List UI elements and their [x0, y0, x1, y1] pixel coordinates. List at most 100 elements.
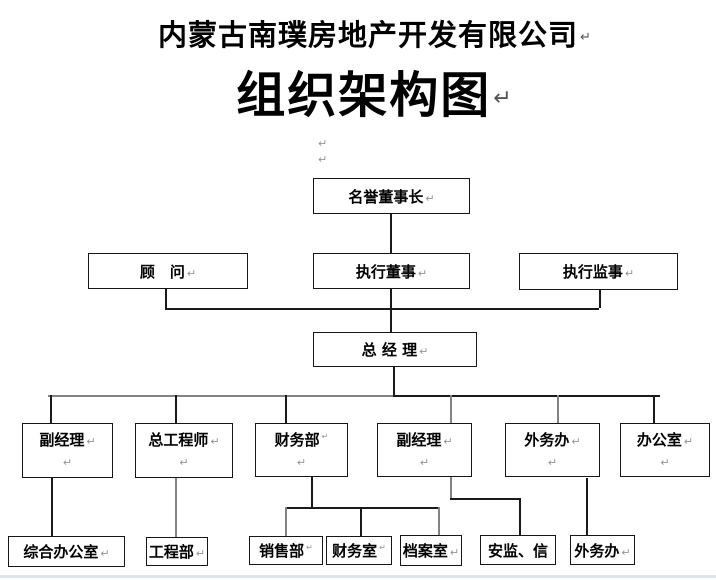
connector-line: [390, 289, 392, 332]
org-box-label-row: 外务办↵: [574, 540, 630, 561]
connector-line: [393, 367, 395, 395]
org-box-comprehensive-office[interactable]: 综合办公室↵: [8, 536, 125, 567]
connector-line: [51, 478, 53, 536]
org-box-executive-director[interactable]: 执行董事↵: [313, 253, 470, 289]
org-box-chief-engineer[interactable]: 总工程师↵ ↵: [135, 423, 233, 478]
connector-line: [165, 308, 599, 310]
paragraph-mark: ↵: [443, 435, 453, 448]
paragraph-mark: ↵: [493, 86, 514, 111]
paragraph-mark: ↵: [86, 435, 96, 448]
paragraph-mark: ↵: [417, 266, 428, 280]
org-box-label: 外务办: [524, 431, 570, 449]
org-box-label-row: 销售部↵: [259, 540, 313, 561]
connector-line: [653, 395, 655, 423]
paragraph-mark: ↵: [186, 266, 197, 280]
paragraph-mark: ↵: [683, 435, 694, 448]
paragraph-mark: ↵: [571, 435, 581, 448]
connector-line: [50, 395, 52, 423]
connector-line: [450, 477, 452, 498]
connector-line: [175, 395, 177, 423]
org-box-engineering-dept[interactable]: 工程部↵: [146, 537, 208, 566]
paragraph-mark: ↵: [318, 153, 328, 166]
org-box-foreign-affairs-office[interactable]: 外务办↵↵: [505, 423, 600, 477]
org-box-label-row: 总 经 理↵: [362, 339, 429, 360]
org-box-label-row: 外务办↵: [524, 429, 580, 450]
org-box-general-manager[interactable]: 总 经 理↵: [313, 332, 477, 367]
org-box-label-row: 副经理↵: [396, 429, 452, 450]
org-box-sales-dept[interactable]: 销售部↵: [249, 536, 323, 565]
paragraph-mark: ↵: [660, 456, 670, 469]
connector-line: [165, 289, 167, 308]
org-box-deputy-manager-2[interactable]: 副经理↵↵: [377, 423, 472, 477]
org-box-label: 名誉董事长: [348, 187, 424, 206]
org-box-label: 执行监事: [562, 263, 623, 281]
org-box-label: 外务办: [574, 541, 620, 560]
org-box-foreign-affairs-office-2[interactable]: 外务办↵: [570, 535, 635, 565]
connector-line: [519, 498, 521, 535]
paragraph-mark: ↵: [419, 345, 429, 358]
paragraph-mark: ↵: [580, 29, 592, 45]
org-box-label: 档案室: [402, 542, 448, 560]
org-box-honorary-chairman[interactable]: 名誉董事长↵: [313, 178, 470, 214]
paragraph-mark: ↵: [195, 547, 206, 560]
chart-title-text: 组织架构图: [236, 67, 492, 124]
paragraph-mark: ↵: [379, 543, 386, 552]
org-box-general-office[interactable]: 办公室↵↵: [620, 423, 710, 477]
org-box-safety-supervision[interactable]: 安监、信: [480, 535, 556, 565]
org-box-label-row: 工程部↵: [149, 541, 205, 562]
org-box-label: 副经理: [396, 431, 442, 449]
org-box-label: 总工程师: [148, 431, 209, 449]
connector-line: [438, 507, 440, 535]
org-box-label: 财务室: [332, 542, 378, 560]
chart-title: 组织架构图↵: [236, 56, 514, 127]
org-box-executive-supervisor[interactable]: 执行监事↵: [519, 253, 678, 290]
org-box-label-row: 名誉董事长↵: [348, 186, 434, 207]
org-box-label: 工程部: [148, 543, 194, 561]
connector-line: [285, 507, 287, 536]
paragraph-mark: ↵: [419, 456, 430, 469]
connector-line: [390, 214, 392, 253]
org-box-label-row: 副经理↵: [39, 429, 95, 450]
paragraph-mark: ↵: [321, 432, 329, 441]
org-box-label-row: 执行董事↵: [356, 261, 427, 282]
connector-line: [360, 507, 362, 536]
org-box-label: 总 经 理: [361, 341, 418, 359]
paragraph-mark: ↵: [624, 267, 635, 280]
org-box-label: 顾 问: [139, 262, 185, 281]
connector-line: [586, 478, 588, 535]
org-box-archives-room[interactable]: 档案室↵: [400, 535, 462, 566]
connector-line: [311, 477, 313, 507]
company-title-text: 内蒙古南璞房地产开发有限公司: [158, 18, 579, 52]
org-box-label: 办公室: [636, 431, 682, 449]
page-bottom-edge: [0, 575, 716, 578]
paragraph-mark: ↵: [179, 456, 189, 469]
org-box-advisor[interactable]: 顾 问↵: [88, 253, 248, 289]
org-box-label-row: 安监、信: [488, 540, 548, 561]
paragraph-mark: ↵: [62, 456, 73, 469]
org-box-label-row: 财务部↵: [275, 429, 329, 450]
org-box-label: 安监、信: [487, 541, 548, 560]
org-box-finance-dept[interactable]: 财务部↵↵: [255, 423, 348, 477]
connector-line: [175, 478, 177, 537]
org-box-label-row: 档案室↵: [403, 540, 459, 561]
paragraph-mark: ↵: [306, 543, 313, 552]
paragraph-mark: ↵: [318, 137, 328, 150]
org-box-finance-room[interactable]: 财务室↵: [326, 536, 392, 565]
org-box-label: 副经理: [39, 431, 85, 449]
org-box-deputy-manager-1[interactable]: 副经理↵↵: [22, 423, 113, 478]
connector-line: [450, 498, 519, 500]
connector-line: [599, 290, 601, 308]
org-box-label-row: 总工程师↵: [148, 429, 219, 450]
org-box-label-row: 综合办公室↵: [23, 541, 109, 562]
org-box-label: 综合办公室: [23, 543, 99, 561]
connector-line: [285, 395, 287, 423]
paragraph-mark: ↵: [621, 545, 631, 559]
org-box-label: 销售部: [259, 542, 305, 560]
org-box-label-row: 执行监事↵: [563, 261, 634, 282]
company-title: 内蒙古南璞房地产开发有限公司↵: [158, 12, 592, 54]
org-box-label: 执行董事: [355, 262, 416, 281]
org-box-label-row: 顾 问↵: [140, 261, 196, 282]
connector-line: [48, 395, 393, 397]
org-box-label-row: 办公室↵: [637, 429, 693, 450]
